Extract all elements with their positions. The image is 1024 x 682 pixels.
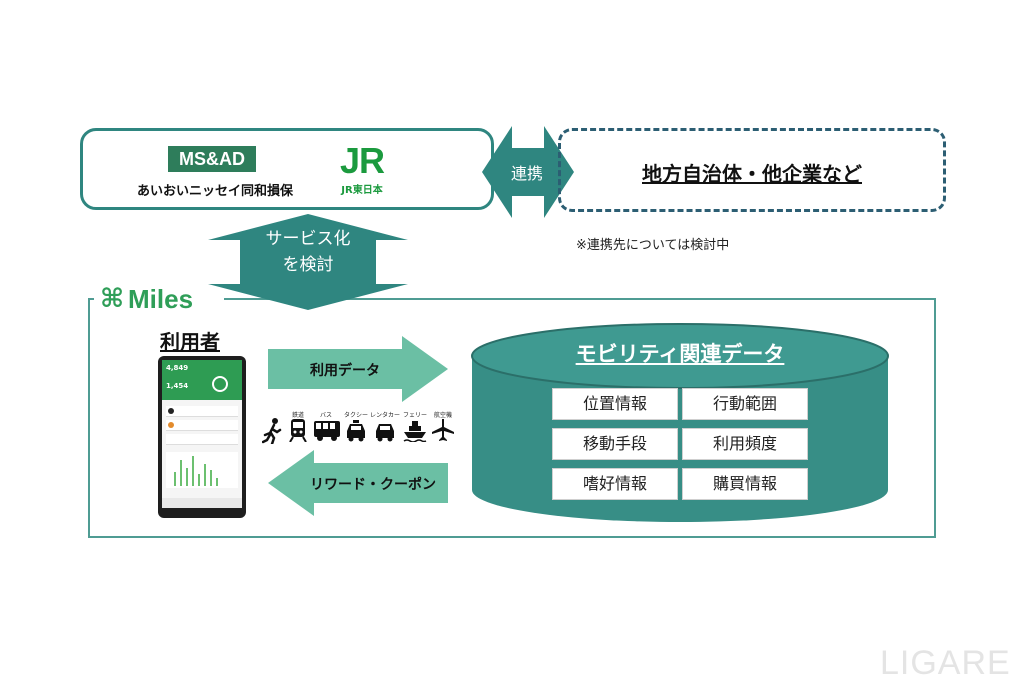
phone-screenshot: 4,849 1,454 [158, 356, 246, 518]
car-icon [376, 424, 394, 442]
miles-section [88, 298, 936, 538]
phone-miles-value: 4,849 [166, 364, 189, 372]
phone-list-item [166, 406, 238, 417]
future-partner-box [558, 128, 946, 212]
jr-company-name: JR東日本 [341, 185, 383, 196]
service-label-line1: サービス化 [265, 229, 351, 249]
taxi-icon [347, 420, 365, 442]
note-text: ※連携先については検討中 [576, 238, 730, 253]
bus-icon [314, 421, 340, 441]
info-item-activity-range: 行動範囲 [682, 388, 808, 420]
transport-label-taxi: タクシー [343, 412, 368, 419]
service-double-arrow [208, 214, 408, 310]
phone-screen: 4,849 1,454 [162, 360, 242, 508]
ligare-watermark: LIGARE [880, 644, 1011, 682]
user-label: 利用者 [160, 330, 220, 354]
info-item-transport-mode: 移動手段 [552, 428, 678, 460]
phone-list-item [166, 420, 238, 431]
miles-logo-background [94, 284, 224, 314]
ferry-icon [403, 421, 427, 442]
airplane-icon [432, 419, 454, 441]
link-label: 連携 [510, 164, 543, 183]
phone-bar-chart [166, 452, 238, 488]
future-partner-label: 地方自治体・他企業など [642, 162, 862, 186]
mobility-data-title: モビリティ関連データ [575, 342, 785, 366]
miles-cmd-icon: ⌘ [100, 284, 125, 314]
info-item-usage-frequency: 利用頻度 [682, 428, 808, 460]
info-item-purchase: 購買情報 [682, 468, 808, 500]
msad-company-name: あいおいニッセイ同和損保 [136, 184, 293, 199]
phone-bottom-nav [162, 498, 242, 508]
phone-header: 4,849 1,454 [162, 360, 242, 400]
train-icon [289, 419, 307, 442]
miles-label: Miles [128, 284, 194, 314]
partner-box [80, 128, 494, 210]
info-item-location: 位置情報 [552, 388, 678, 420]
info-item-preferences: 嗜好情報 [552, 468, 678, 500]
jr-logo: JR [339, 140, 385, 181]
link-double-arrow [482, 126, 574, 218]
reward-arrow [268, 450, 448, 516]
phone-list-item [166, 434, 238, 445]
transport-label-bus: バス [319, 412, 332, 419]
msad-logo: MS&AD [168, 146, 256, 172]
transport-label-train: 鉄道 [291, 412, 304, 419]
service-label-line2: を検討 [282, 255, 334, 275]
transport-label-airplane: 航空機 [433, 412, 452, 419]
transport-label-rental-car: レンタカー [370, 412, 401, 419]
usage-data-arrow [268, 336, 448, 402]
phone-secondary-value: 1,454 [166, 382, 189, 390]
walking-person-icon [262, 418, 282, 444]
phone-progress-ring [212, 376, 228, 392]
reward-label: リワード・クーポン [310, 477, 436, 493]
service-label: サービス化 を検討 [208, 226, 408, 278]
transport-label-ferry: フェリー [402, 412, 427, 419]
usage-data-label: 利用データ [310, 363, 380, 379]
